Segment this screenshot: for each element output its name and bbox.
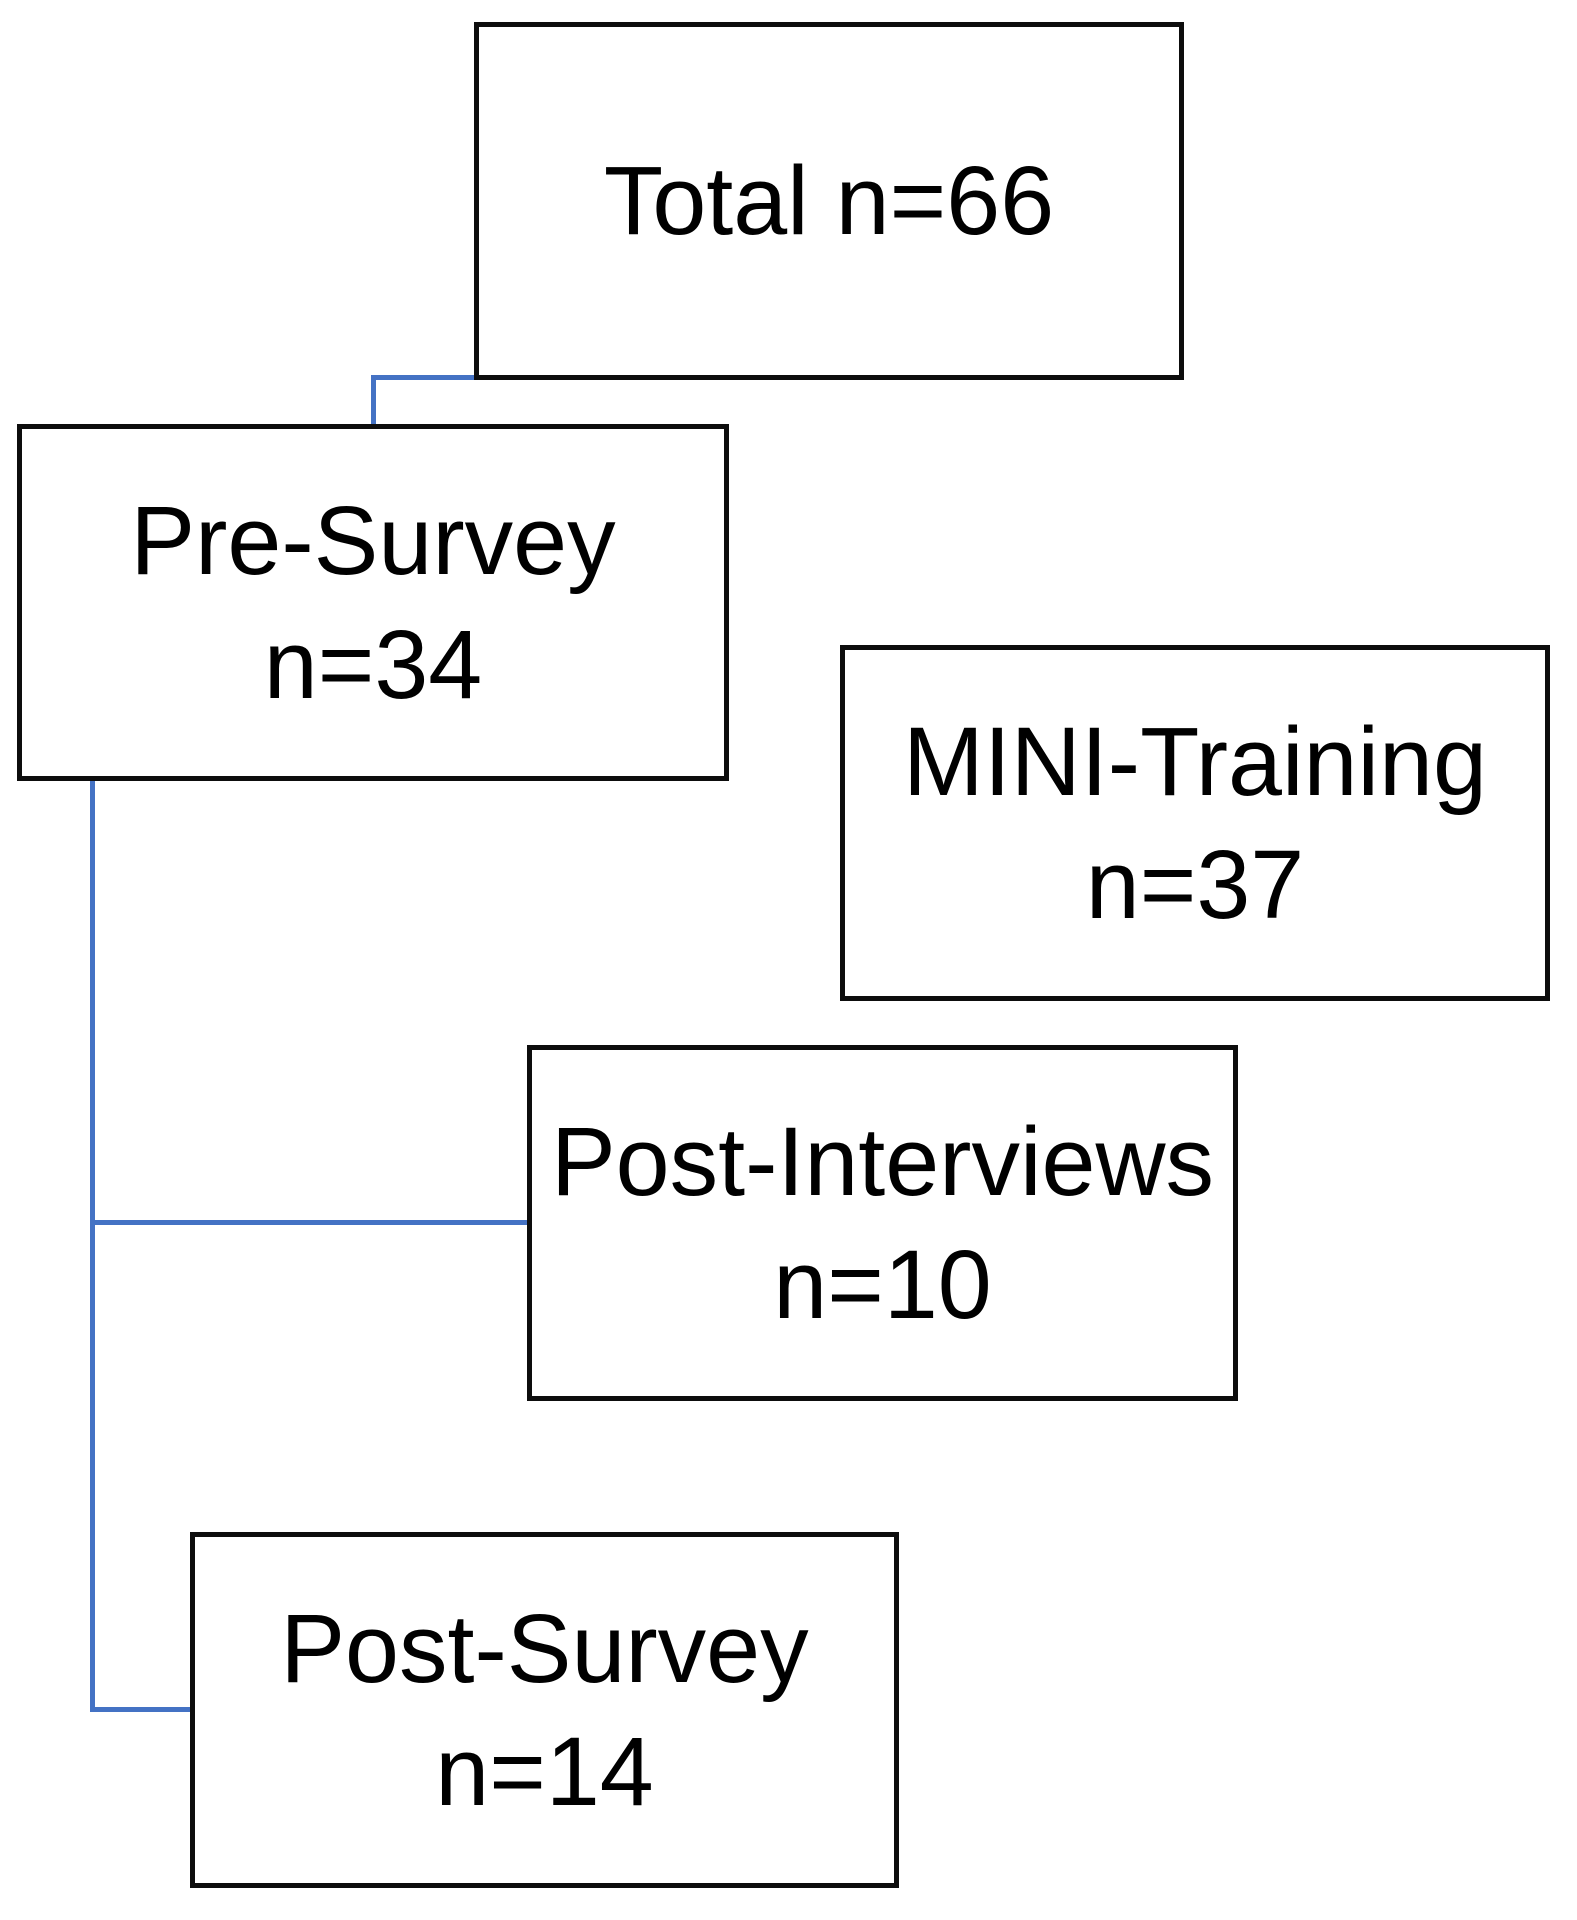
- node-total: Total n=66: [474, 22, 1184, 380]
- connector-pre-survey-trunk-vertical: [90, 779, 95, 1712]
- node-mini-training-count: n=37: [1085, 830, 1305, 939]
- node-pre-survey-label: Pre-Survey: [130, 486, 616, 596]
- connector-pre-survey-to-post-survey: [90, 1707, 190, 1712]
- node-post-interviews-count: n=10: [773, 1230, 992, 1339]
- connector-total-to-pre-survey-horizontal: [371, 375, 474, 380]
- node-pre-survey: Pre-Survey n=34: [17, 424, 729, 781]
- node-post-survey: Post-Survey n=14: [190, 1532, 899, 1888]
- node-mini-training: MINI-Training n=37: [840, 645, 1550, 1001]
- connector-total-to-pre-survey-vertical: [371, 375, 376, 429]
- node-pre-survey-count: n=34: [263, 609, 483, 719]
- node-post-survey-label: Post-Survey: [280, 1593, 809, 1703]
- node-post-survey-count: n=14: [435, 1717, 654, 1826]
- connector-pre-survey-to-post-interviews: [90, 1220, 527, 1225]
- node-total-label: Total n=66: [603, 146, 1055, 256]
- node-mini-training-label: MINI-Training: [903, 706, 1487, 816]
- node-post-interviews: Post-Interviews n=10: [527, 1045, 1238, 1401]
- node-post-interviews-label: Post-Interviews: [550, 1106, 1215, 1216]
